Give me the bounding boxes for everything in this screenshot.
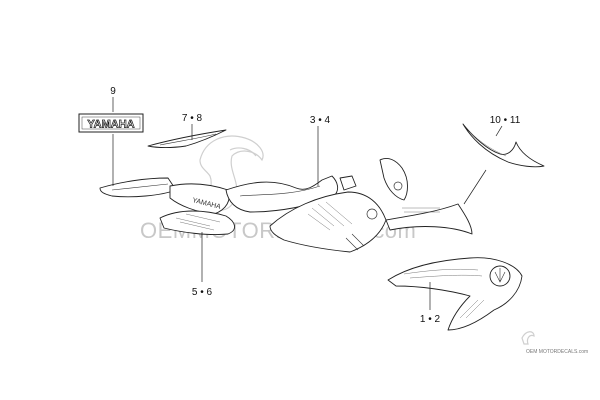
decal-rear-cowl xyxy=(462,123,545,168)
part-fairing-flap xyxy=(379,157,408,201)
part-lower-side-panel xyxy=(159,210,235,235)
callout-1-2: 1 • 2 xyxy=(420,314,441,325)
callouts: 9 7 • 8 3 • 4 10 • 11 5 • 6 1 • 2 xyxy=(110,86,521,325)
side-fairing-panel xyxy=(387,257,523,331)
part-seat-bracket xyxy=(339,175,357,191)
callout-7-8: 7 • 8 xyxy=(182,113,203,124)
leader-lines xyxy=(112,97,503,310)
decal-side-strip xyxy=(147,129,227,148)
watermark-corner-text: OEM MOTORDECALS.com xyxy=(526,349,588,355)
part-tail-piece xyxy=(169,183,230,215)
part-side-cover xyxy=(269,191,387,253)
watermark-corner: OEM MOTORDECALS.com xyxy=(521,331,588,355)
callout-10-11: 10 • 11 xyxy=(490,115,521,126)
tail-assembly: YAMAHA xyxy=(99,157,473,253)
watermark-bird-logo xyxy=(199,135,264,211)
callout-3-4: 3 • 4 xyxy=(310,115,331,126)
part-front-edge xyxy=(385,203,473,235)
emblem-text: YAMAHA xyxy=(87,119,134,131)
callout-5-6: 5 • 6 xyxy=(192,287,213,298)
callout-9: 9 xyxy=(110,86,116,97)
emblem-yamaha: YAMAHA xyxy=(78,113,144,133)
